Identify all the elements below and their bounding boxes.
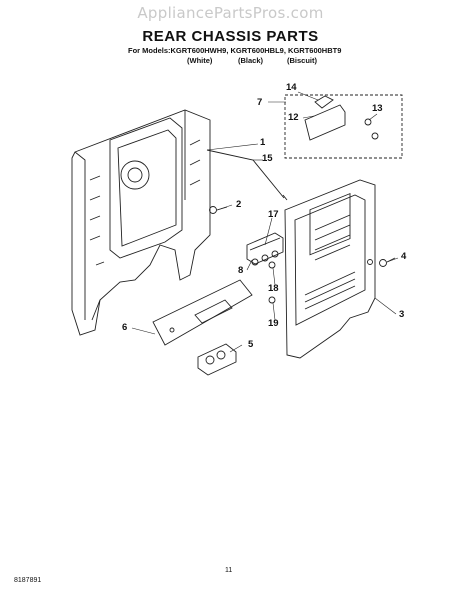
callout-7: 7	[257, 97, 263, 108]
callout-5: 5	[248, 339, 254, 350]
callout-14: 14	[286, 82, 297, 93]
detail-box-7	[284, 94, 403, 159]
terminal-block-part	[246, 232, 284, 266]
grommet-part	[197, 343, 237, 376]
cover-plate-part	[152, 279, 253, 346]
callout-8: 8	[238, 265, 244, 276]
callout-2: 2	[236, 199, 242, 210]
callout-15: 15	[262, 153, 273, 164]
callout-12: 12	[288, 112, 299, 123]
variant-black: (Black)	[238, 56, 264, 65]
site-watermark: AppliancePartsPros.com	[137, 4, 324, 22]
callout-4: 4	[401, 251, 407, 262]
screws-18-19	[268, 261, 276, 304]
callout-13: 13	[372, 103, 383, 114]
callout-6: 6	[122, 322, 128, 333]
rod-part	[206, 149, 288, 201]
variant-biscuit: (Biscuit)	[287, 56, 317, 65]
document-number: 8187891	[14, 577, 42, 584]
leader-lines	[131, 91, 399, 353]
callout-3: 3	[399, 309, 405, 320]
screw-4-part	[379, 257, 396, 267]
rear-chassis-frame	[71, 109, 211, 336]
page-number: 11	[225, 567, 233, 574]
callout-19: 19	[268, 318, 279, 329]
variant-white: (White)	[187, 56, 213, 65]
callout-1: 1	[260, 137, 266, 148]
callout-18: 18	[268, 283, 279, 294]
callout-17: 17	[268, 209, 279, 220]
models-line: For Models:KGRT600HWH9, KGRT600HBL9, KGR…	[128, 46, 342, 55]
page-title: REAR CHASSIS PARTS	[142, 28, 319, 45]
rear-panel-part	[284, 179, 376, 359]
